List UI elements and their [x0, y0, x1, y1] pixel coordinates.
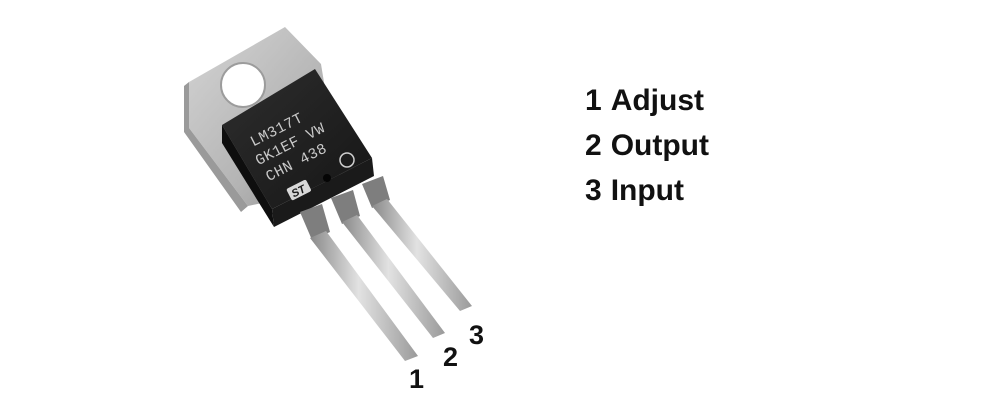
mounting-hole	[220, 62, 266, 108]
pin-label-3: 3	[469, 320, 484, 350]
legend-label: Input	[610, 174, 684, 207]
legend-label: Output	[610, 129, 709, 162]
pin-label-1: 1	[409, 364, 424, 394]
legend-number: 1	[585, 84, 602, 117]
lead-pin-3	[362, 176, 472, 311]
e3-mark-icon	[339, 152, 355, 168]
lead-pin-1	[300, 204, 418, 361]
pin-label-2: 2	[443, 342, 458, 372]
regulator-body: LM317T GK1EF VW CHN 438 ST	[222, 69, 374, 227]
legend-number: 2	[585, 129, 602, 162]
legend-number: 3	[585, 174, 602, 207]
pin1-dot-icon	[323, 174, 331, 182]
lead-pin-2	[331, 190, 445, 338]
legend-label: Adjust	[610, 84, 705, 117]
